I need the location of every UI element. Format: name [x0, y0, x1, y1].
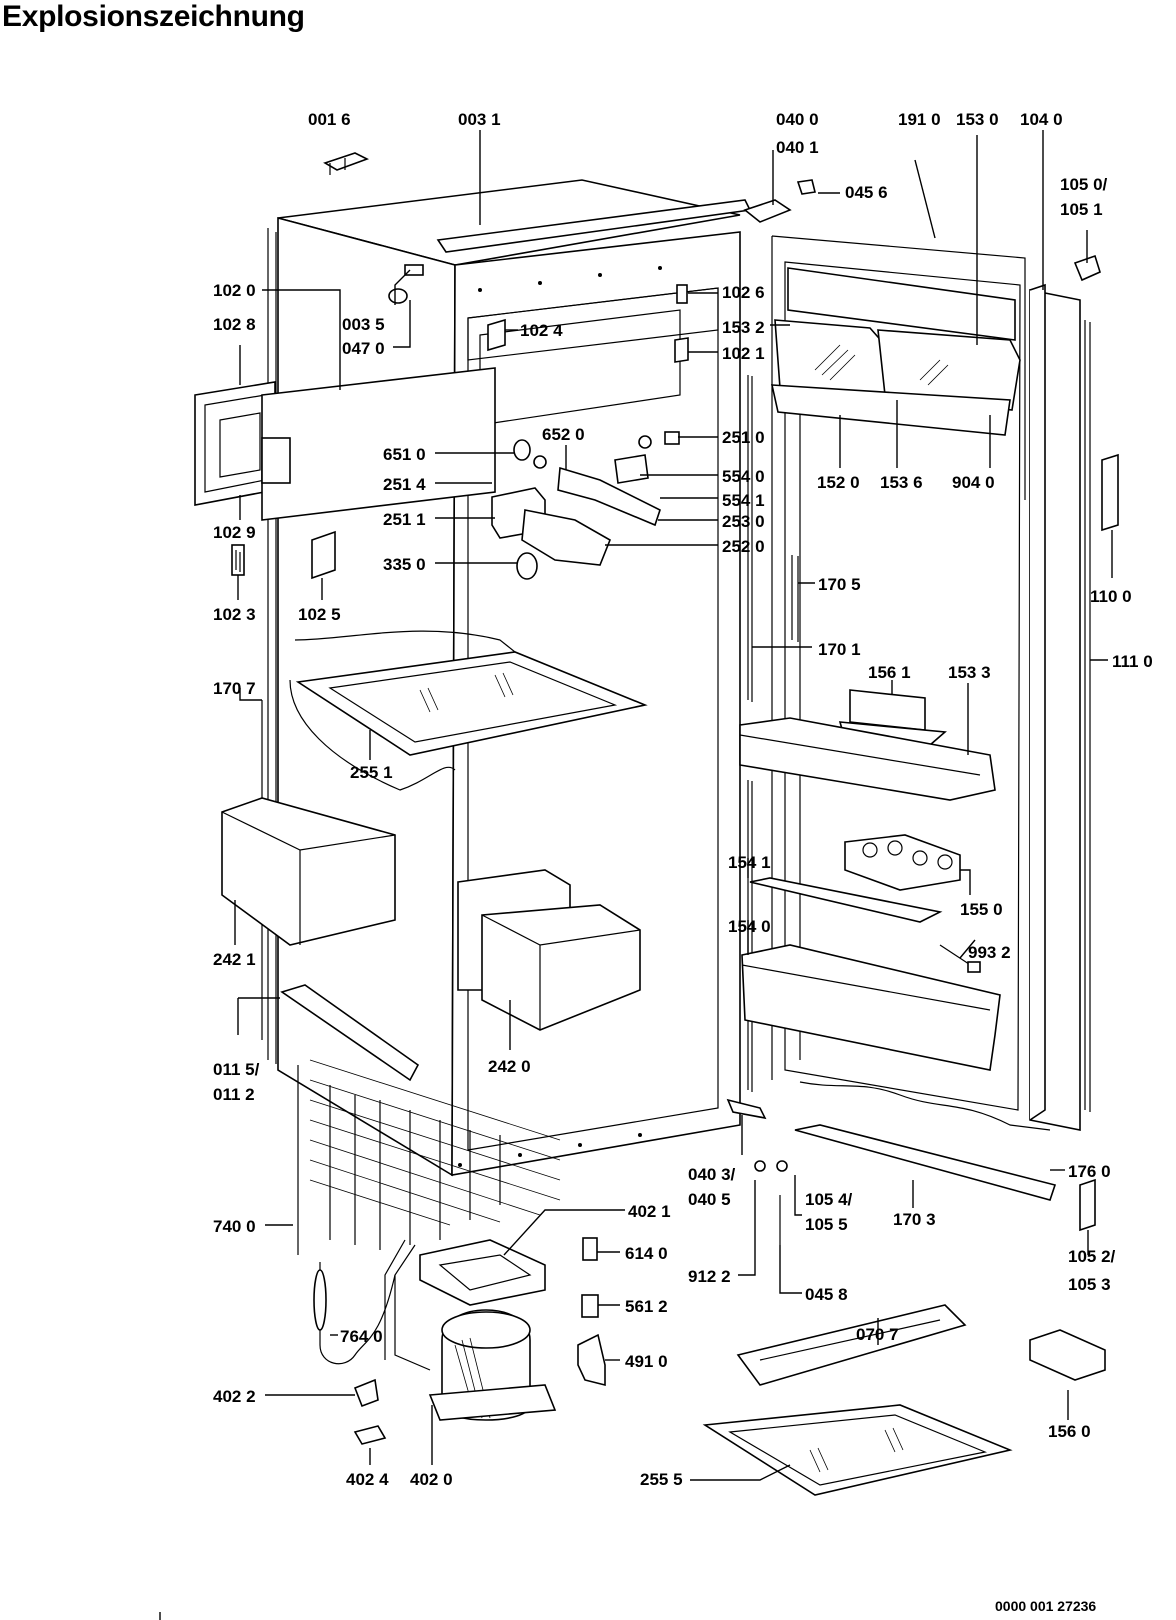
part-label: 153 3	[948, 663, 991, 682]
part-label: 253 0	[722, 512, 765, 531]
part-label: 652 0	[542, 425, 585, 444]
part-label: 102 1	[722, 344, 765, 363]
part-label: 335 0	[383, 555, 426, 574]
part-label: 040 0	[776, 110, 819, 129]
part-label: 102 0	[213, 281, 256, 300]
part-label: 001 6	[308, 110, 351, 129]
loose-parts	[702, 1304, 1106, 1496]
part-label: 554 1	[722, 491, 765, 510]
part-label: 105 1	[1060, 200, 1103, 219]
part-label: 252 0	[722, 537, 765, 556]
part-label: 561 2	[625, 1297, 668, 1316]
part-label: 105 0/	[1060, 175, 1108, 194]
part-label: 011 2	[213, 1085, 255, 1104]
part-label: 153 0	[956, 110, 999, 129]
part-label: 491 0	[625, 1352, 668, 1371]
part-label: 170 1	[818, 640, 861, 659]
part-label: 153 2	[722, 318, 765, 337]
part-label: 011 5/	[213, 1060, 260, 1079]
part-label: 740 0	[213, 1217, 256, 1236]
part-label: 156 1	[868, 663, 911, 682]
part-label: 040 5	[688, 1190, 731, 1209]
part-label: 255 1	[350, 763, 393, 782]
page-title: Explosionszeichnung	[2, 0, 305, 33]
part-label: 156 0	[1048, 1422, 1091, 1441]
part-label: 904 0	[952, 473, 995, 492]
part-label: 153 6	[880, 473, 923, 492]
part-label: 047 0	[342, 339, 385, 358]
part-label: 155 0	[960, 900, 1003, 919]
part-label: 251 1	[383, 510, 426, 529]
leader-lines	[234, 130, 1113, 1481]
compressor-assembly	[384, 1237, 606, 1421]
refrigerator-door	[726, 179, 1119, 1245]
part-label: 402 1	[628, 1202, 671, 1221]
part-label: 251 4	[383, 475, 426, 494]
part-label: 104 0	[1020, 110, 1063, 129]
part-label: 102 4	[520, 321, 563, 340]
part-label: 242 1	[213, 950, 256, 969]
part-label: 040 3/	[688, 1165, 736, 1184]
part-labels: 001 6 003 1 040 0 040 1 045 6 191 0 153 …	[213, 110, 1153, 1489]
part-label: 105 5	[805, 1215, 848, 1234]
part-label: 105 3	[1068, 1275, 1111, 1294]
part-label: 191 0	[898, 110, 941, 129]
part-label: 170 7	[213, 679, 256, 698]
part-label: 102 3	[213, 605, 256, 624]
part-label: 102 5	[298, 605, 341, 624]
part-label: 154 0	[728, 917, 771, 936]
part-label: 176 0	[1068, 1162, 1111, 1181]
part-label: 170 3	[893, 1210, 936, 1229]
part-label: 154 1	[728, 853, 771, 872]
part-label: 764 0	[340, 1327, 383, 1346]
part-label: 255 5	[640, 1470, 683, 1489]
part-label: 912 2	[688, 1267, 731, 1286]
left-parts	[194, 152, 561, 1445]
part-label: 170 5	[818, 575, 861, 594]
part-label: 402 2	[213, 1387, 256, 1406]
part-label: 102 8	[213, 315, 256, 334]
part-label: 003 1	[458, 110, 501, 129]
part-label: 070 7	[856, 1325, 899, 1344]
part-label: 102 9	[213, 523, 256, 542]
part-label: 105 2/	[1068, 1247, 1116, 1266]
interior-parts	[289, 284, 689, 1031]
part-label: 614 0	[625, 1244, 668, 1263]
part-label: 045 8	[805, 1285, 848, 1304]
document-number: 0000 001 27236	[995, 1598, 1097, 1614]
part-label: 993 2	[968, 943, 1011, 962]
part-label: 554 0	[722, 467, 765, 486]
part-label: 110 0	[1090, 587, 1132, 606]
part-label: 045 6	[845, 183, 888, 202]
part-label: 111 0	[1112, 652, 1153, 671]
part-label: 152 0	[817, 473, 860, 492]
part-label: 251 0	[722, 428, 765, 447]
part-label: 003 5	[342, 315, 385, 334]
part-label: 402 4	[346, 1470, 389, 1489]
part-label: 102 6	[722, 283, 765, 302]
part-label: 040 1	[776, 138, 819, 157]
part-label: 651 0	[383, 445, 426, 464]
part-label: 402 0	[410, 1470, 453, 1489]
part-label: 242 0	[488, 1057, 531, 1076]
part-label: 105 4/	[805, 1190, 853, 1209]
